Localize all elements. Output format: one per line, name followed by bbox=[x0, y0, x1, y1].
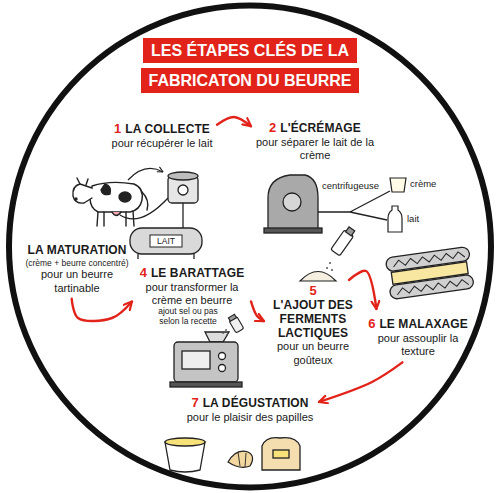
step-heading: L'ÉCRÉMAGE bbox=[280, 121, 361, 135]
step-heading: LA DÉGUSTATION bbox=[203, 396, 309, 410]
title-banner: LES ÉTAPES CLÉS DE LA FABRICATON DU BEUR… bbox=[120, 36, 380, 96]
process-step: 4 LE BARATTAGEpour transformer la crème e… bbox=[136, 262, 248, 308]
flow-arrow bbox=[251, 301, 264, 321]
part-label: crème bbox=[410, 178, 446, 189]
process-step: 5L'AJOUT DES FERMENTS LACTIQUESpour un b… bbox=[268, 283, 358, 368]
step-heading: LE BARATTAGE bbox=[151, 266, 244, 280]
badge-border bbox=[9, 6, 491, 488]
part-label: ajout sel ou pas selon la recette bbox=[148, 306, 228, 326]
step-description: pour assouplir la texture bbox=[366, 332, 470, 358]
process-step: 6 LE MALAXAGEpour assouplir la texture bbox=[366, 313, 470, 359]
flow-arrow bbox=[72, 299, 132, 321]
step-heading: LE MALAXAGE bbox=[379, 317, 467, 331]
step-number: 2 bbox=[269, 120, 276, 135]
flow-arrow bbox=[319, 362, 402, 402]
kneading-rollers bbox=[385, 246, 474, 299]
salt-grains bbox=[222, 329, 228, 336]
step-number: 1 bbox=[114, 121, 121, 136]
step-number: 6 bbox=[368, 316, 375, 331]
churn-machine bbox=[170, 332, 242, 387]
process-step: 7 LA DÉGUSTATIONpour le plaisir des papil… bbox=[185, 392, 315, 425]
butter-pot bbox=[165, 438, 205, 472]
part-label: centrifugeuse bbox=[322, 180, 388, 191]
step-description: pour transformer la crème en beurre bbox=[136, 281, 248, 307]
step-description: pour récupérer le lait bbox=[110, 137, 214, 150]
step-number: 4 bbox=[140, 265, 147, 280]
salt-shaker bbox=[228, 314, 244, 333]
step-heading: LA MATURATION bbox=[24, 244, 130, 258]
bread-slice bbox=[262, 438, 300, 470]
step-description: pour un beurre tartinable bbox=[24, 268, 130, 294]
milking-machine bbox=[120, 168, 198, 228]
title-text: LES ÉTAPES CLÉS DE LA FABRICATON DU BEUR… bbox=[141, 38, 360, 93]
process-step: LA MATURATION(crème + beurre concentré)p… bbox=[24, 243, 130, 296]
cream-jar bbox=[390, 178, 406, 192]
step-number: 5 bbox=[268, 284, 358, 299]
step-description: pour le plaisir des papilles bbox=[185, 411, 315, 424]
process-step: 2 L'ÉCRÉMAGEpour séparer le lait de la cr… bbox=[255, 117, 375, 163]
step-note: (crème + beurre concentré) bbox=[24, 258, 130, 269]
ferment-powder bbox=[300, 226, 356, 281]
step-heading: L'AJOUT DES FERMENTS LACTIQUES bbox=[268, 299, 358, 340]
croissant bbox=[228, 451, 253, 467]
flow-arrow bbox=[349, 271, 376, 309]
step-number: 7 bbox=[191, 395, 198, 410]
milk-tank bbox=[130, 228, 202, 259]
step-description: pour un beurre goûteux bbox=[268, 340, 358, 366]
milk-bottle bbox=[388, 206, 402, 232]
flow-arrow bbox=[217, 117, 251, 126]
step-description: pour séparer le lait de la crème bbox=[255, 136, 375, 162]
centrifuge bbox=[264, 175, 390, 233]
step-heading: LA COLLECTE bbox=[125, 122, 210, 136]
process-step: 1 LA COLLECTEpour récupérer le lait bbox=[110, 118, 214, 151]
part-label: LAIT bbox=[150, 235, 182, 247]
part-label: lait bbox=[407, 213, 433, 224]
